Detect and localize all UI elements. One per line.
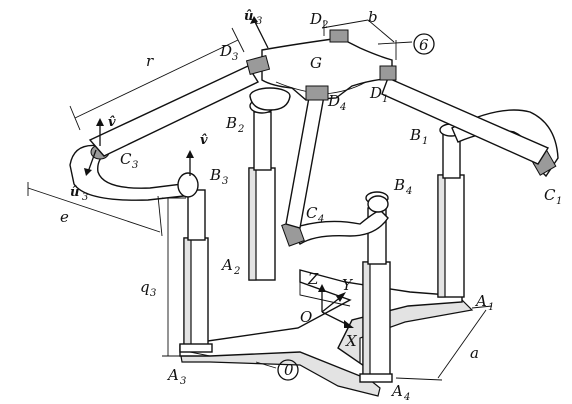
label-C4-sub: 4 xyxy=(317,214,324,225)
label-r: r xyxy=(146,52,154,70)
link-3 xyxy=(88,65,260,157)
label-C4: C xyxy=(306,204,318,222)
label-q3: q xyxy=(140,278,150,296)
label-A4: A xyxy=(390,382,403,400)
dimension-lines xyxy=(27,19,493,381)
label-B1-sub: 1 xyxy=(422,136,428,147)
label-C3: C xyxy=(120,150,132,168)
label-B1: B xyxy=(409,126,421,144)
part-0-circle xyxy=(277,359,299,381)
unit-vectors xyxy=(84,16,269,176)
label-a: a xyxy=(470,344,479,362)
label-A2: A xyxy=(220,256,233,274)
label-v-left: v̂ xyxy=(108,115,116,130)
label-six: 6 xyxy=(419,36,429,54)
label-zero: 0 xyxy=(284,361,294,379)
label-C1: C xyxy=(544,186,556,204)
label-D3-sub: 3 xyxy=(232,52,238,63)
label-D1-sub: 1 xyxy=(382,94,388,105)
base-plate xyxy=(179,269,474,397)
label-X: X xyxy=(345,332,358,350)
label-B2: B xyxy=(225,114,237,132)
label-A2-sub: 2 xyxy=(233,266,240,277)
leg-3 xyxy=(179,189,213,353)
label-O: O xyxy=(300,308,312,326)
label-D2-sub: 2 xyxy=(321,20,328,31)
label-B3-sub: 3 xyxy=(222,176,228,187)
labels: û 3 D 2 b 6 r D 3 G v̂ B 2 D 4 D 1 B 1 C… xyxy=(60,8,562,403)
link-4 xyxy=(285,91,325,229)
label-B4: B xyxy=(393,176,405,194)
label-D3: D xyxy=(219,42,232,60)
label-u3-left: û xyxy=(70,185,79,200)
label-u3-left-sub: 3 xyxy=(82,192,88,203)
label-A3: A xyxy=(166,366,179,384)
label-A4-sub: 4 xyxy=(403,392,410,403)
leg-1 xyxy=(437,123,465,298)
label-A1-sub: 1 xyxy=(488,302,494,313)
label-C1-sub: 1 xyxy=(556,196,562,207)
label-e: e xyxy=(60,208,69,226)
label-B3: B xyxy=(209,166,221,184)
label-A1: A xyxy=(474,292,487,310)
label-u3-top-sub: 3 xyxy=(256,16,262,27)
label-u3-top: û xyxy=(244,9,253,24)
leg-2 xyxy=(248,98,276,281)
label-b: b xyxy=(368,8,378,26)
label-q3-sub: 3 xyxy=(150,288,156,299)
label-B4-sub: 4 xyxy=(405,186,412,197)
label-D2: D xyxy=(309,10,322,28)
label-B2-sub: 2 xyxy=(237,124,244,135)
label-Z: Z xyxy=(307,270,319,288)
label-G: G xyxy=(310,54,322,72)
label-D4: D xyxy=(327,92,340,110)
label-D1: D xyxy=(369,84,382,102)
label-C3-sub: 3 xyxy=(132,160,138,171)
label-v-mid: v̂ xyxy=(200,133,208,148)
link-1 xyxy=(381,77,550,165)
label-Y: Y xyxy=(342,276,354,294)
label-A3-sub: 3 xyxy=(180,376,186,387)
coordinate-frame xyxy=(318,284,354,328)
label-D4-sub: 4 xyxy=(339,102,346,113)
moving-platform xyxy=(245,29,397,111)
part-6-circle xyxy=(413,33,435,55)
